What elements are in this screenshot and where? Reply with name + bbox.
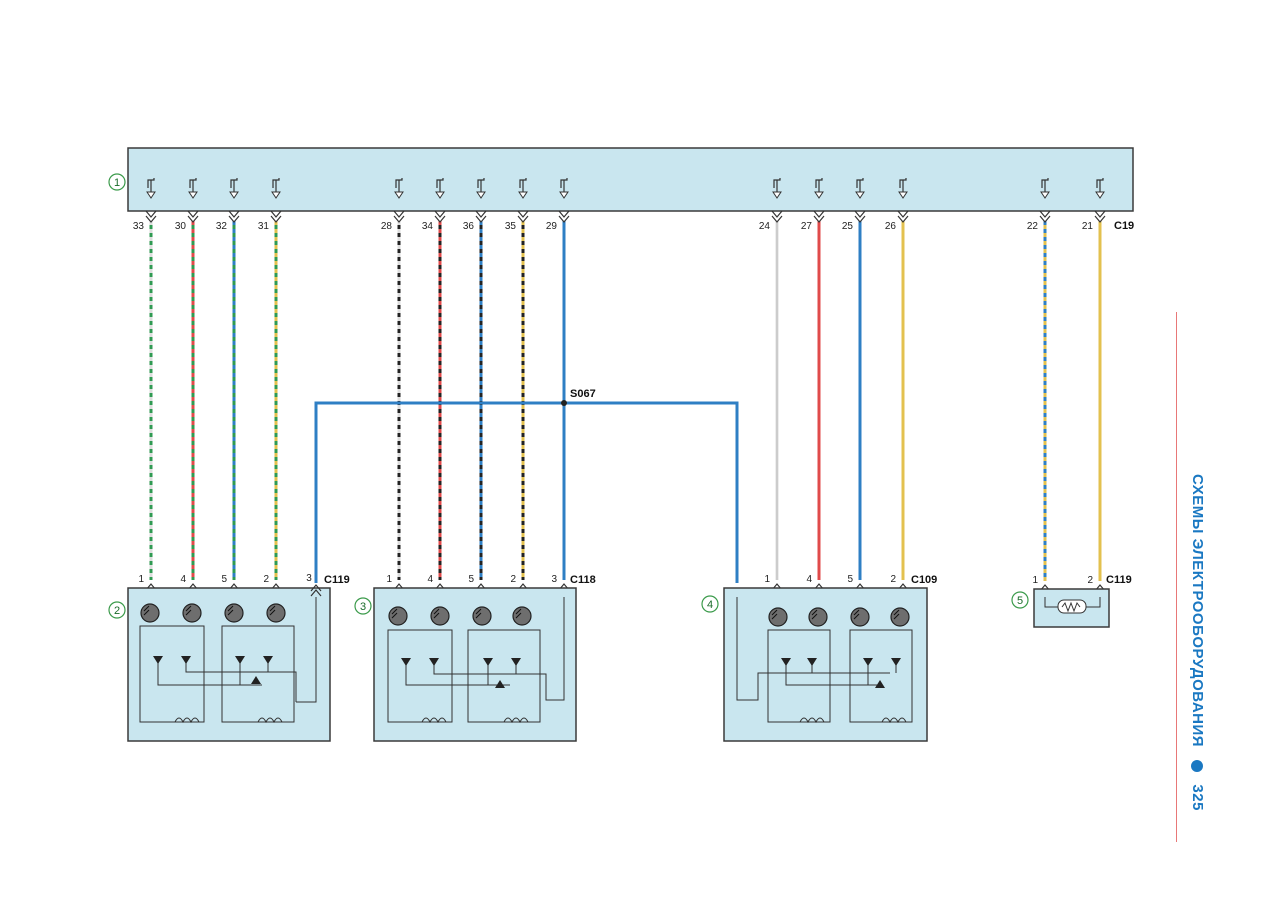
bottom-pin-label-5: 1 — [386, 574, 392, 585]
module-5-number: 5 — [1017, 595, 1023, 607]
module-4-badge — [701, 595, 719, 613]
module-2-pin-3: 3 — [306, 573, 312, 584]
module-1-body — [127, 147, 1134, 212]
module-1-number: 1 — [114, 177, 120, 189]
module-1-badge — [108, 173, 126, 191]
top-pin-chevron-4 — [270, 210, 282, 223]
top-pin-label-4: 31 — [258, 221, 270, 232]
bottom-pin-label-11: 4 — [806, 574, 812, 585]
module-2-badge — [108, 601, 126, 619]
top-pin-chevron-13 — [897, 210, 909, 223]
top-pin-label-1: 33 — [133, 221, 145, 232]
top-pin-chevron-2 — [187, 210, 199, 223]
side-rule — [1176, 312, 1177, 842]
splice-label: S067 — [570, 388, 596, 400]
bottom-pin-label-8: 2 — [510, 574, 516, 585]
top-pin-label-8: 35 — [505, 221, 517, 232]
splice-bus — [314, 401, 739, 583]
top-pin-label-14: 22 — [1027, 221, 1039, 232]
top-pin-chevron-14 — [1039, 210, 1051, 223]
wire-harness: 3313043253122813443653522932412742552622… — [133, 210, 1106, 597]
module-2-connector: C119 — [324, 574, 350, 586]
module-5-connector: C119 — [1106, 574, 1132, 586]
top-pin-chevron-6 — [434, 210, 446, 223]
module-4-number: 4 — [707, 599, 713, 611]
bottom-pin-label-14: 1 — [1032, 575, 1038, 586]
top-pin-label-12: 25 — [842, 221, 854, 232]
bottom-pin-label-9: 3 — [551, 574, 557, 585]
module-2: 2 C119 3 — [108, 573, 350, 742]
module-5: 5 C119 — [1011, 574, 1132, 628]
top-pin-label-5: 28 — [381, 221, 393, 232]
module-2-number: 2 — [114, 605, 120, 617]
top-pin-label-6: 34 — [422, 221, 434, 232]
module-5-badge — [1011, 591, 1029, 609]
splice-node — [561, 400, 567, 406]
top-pin-chevron-12 — [854, 210, 866, 223]
top-pin-chevron-15 — [1094, 210, 1106, 223]
bottom-pin-label-4: 2 — [263, 574, 269, 585]
bottom-pin-label-3: 5 — [221, 574, 227, 585]
module-1-connector: C19 — [1114, 220, 1134, 232]
bottom-pin-label-1: 1 — [138, 574, 144, 585]
module-4: 4 C109 — [701, 574, 937, 742]
top-pin-chevron-11 — [813, 210, 825, 223]
side-header: СХЕМЫ ЭЛЕКТРООБОРУДОВАНИЯ 325 — [1176, 474, 1206, 844]
top-pin-chevron-3 — [228, 210, 240, 223]
bottom-pin-label-13: 2 — [890, 574, 896, 585]
top-pin-label-10: 24 — [759, 221, 771, 232]
module-3-connector: C118 — [570, 574, 596, 586]
top-pin-chevron-8 — [517, 210, 529, 223]
module-3: 3 C118 — [354, 574, 596, 742]
top-pin-chevron-7 — [475, 210, 487, 223]
top-pin-label-15: 21 — [1082, 221, 1094, 232]
top-pin-label-3: 32 — [216, 221, 228, 232]
top-pin-label-9: 29 — [546, 221, 558, 232]
bullet-dot-icon — [1191, 759, 1203, 772]
bottom-pin-label-2: 4 — [180, 574, 186, 585]
module-3-number: 3 — [360, 601, 366, 613]
top-pin-chevron-10 — [771, 210, 783, 223]
bottom-pin-label-12: 5 — [847, 574, 853, 585]
top-pin-chevron-5 — [393, 210, 405, 223]
top-pin-label-13: 26 — [885, 221, 897, 232]
page-number: 325 — [1189, 784, 1206, 811]
top-pin-label-11: 27 — [801, 221, 813, 232]
bottom-pin-label-6: 4 — [427, 574, 433, 585]
top-pin-label-7: 36 — [463, 221, 475, 232]
top-pin-chevron-9 — [558, 210, 570, 223]
top-pin-chevron-1 — [145, 210, 157, 223]
bottom-pin-label-7: 5 — [468, 574, 474, 585]
side-title: СХЕМЫ ЭЛЕКТРООБОРУДОВАНИЯ — [1189, 474, 1206, 748]
module-4-connector: C109 — [911, 574, 937, 586]
top-pin-label-2: 30 — [175, 221, 187, 232]
bottom-pin-label-15: 2 — [1087, 575, 1093, 586]
module-3-badge — [354, 597, 372, 615]
bottom-pin-label-10: 1 — [764, 574, 770, 585]
